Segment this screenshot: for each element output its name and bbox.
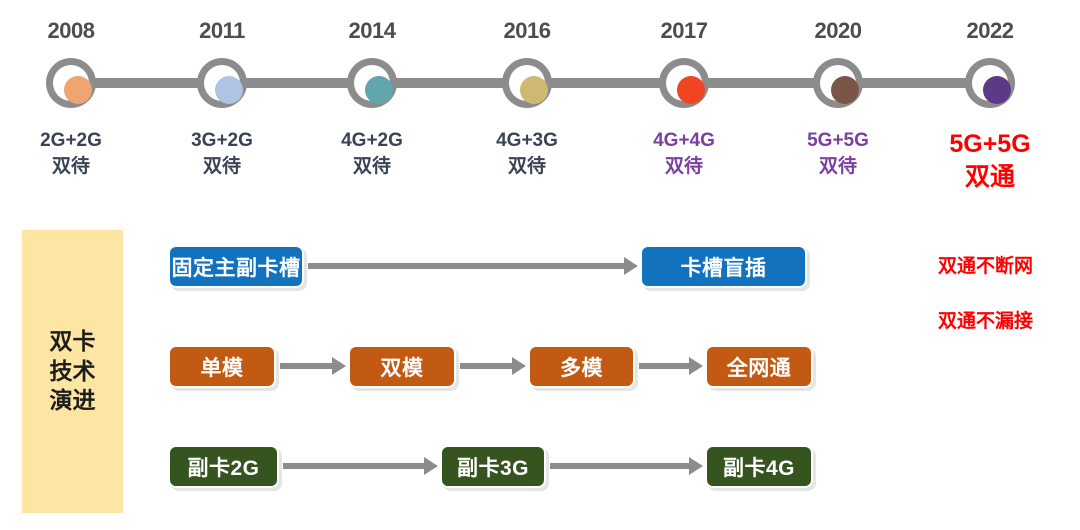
timeline-caption: 4G+4G 双待 [653,130,715,177]
flow-arrow-line [308,263,626,269]
timeline-year-label: 2014 [348,18,396,43]
side-panel: 双卡 技术 演进 [22,230,123,513]
flow-arrow-line [550,463,691,469]
flow-node-label: 固定主副卡槽 [171,256,301,280]
timeline-caption: 2G+2G 双待 [40,130,102,177]
flow-node-label: 多模 [560,356,603,380]
flow-arrow-head-icon [512,357,526,375]
timeline-marker-icon[interactable] [813,58,863,108]
timeline-marker-inner [354,65,393,104]
flow-arrow-head-icon [424,457,438,475]
flow-node-box[interactable]: 全网通 [705,345,813,388]
timeline-marker-dot [64,76,92,104]
timeline-marker-inner [509,65,548,104]
flow-node-label: 双模 [380,356,424,380]
flow-node-box[interactable]: 多模 [528,345,635,388]
timeline-caption: 5G+5G 双通 [949,130,1031,191]
timeline-marker-dot [365,76,393,104]
highlight-note: 双通不断网 [938,256,1034,277]
flow-node-box[interactable]: 副卡4G [705,445,813,488]
timeline-marker-dot [983,76,1011,104]
timeline-caption: 4G+2G 双待 [341,130,403,177]
timeline-year-label: 2016 [503,18,551,43]
timeline-marker-inner [972,65,1011,104]
flow-arrow-line [460,363,514,369]
timeline-marker-icon[interactable] [197,58,247,108]
timeline-marker-icon[interactable] [46,58,96,108]
flow-node-box[interactable]: 固定主副卡槽 [168,245,304,288]
flow-node-box[interactable]: 副卡2G [168,445,279,488]
timeline-marker-icon[interactable] [347,58,397,108]
timeline-year-label: 2008 [47,18,95,43]
timeline-marker-dot [520,76,548,104]
flow-arrow-head-icon [689,357,703,375]
flow-node-box[interactable]: 双模 [348,345,456,388]
timeline-marker-inner [666,65,705,104]
evolution-section: 双卡 技术 演进 固定主副卡槽 卡槽盲插单模 双模 多模 全网通副卡2G 副卡3G 副卡4G… [0,215,1080,530]
flow-arrow-line [280,363,334,369]
timeline-marker-dot [677,76,705,104]
timeline-caption: 5G+5G 双待 [807,130,869,177]
timeline-marker-inner [53,65,92,104]
timeline-marker-dot [831,76,859,104]
flow-node-label: 全网通 [726,356,792,380]
timeline-marker-inner [820,65,859,104]
flow-arrow-head-icon [624,257,638,275]
timeline-marker-dot [215,76,243,104]
flow-node-label: 单模 [200,356,244,380]
timeline-section: 2008 2G+2G 双待 2011 3G+2G 双待 2014 4G+2G 双待 2016… [0,0,1080,215]
timeline-year-label: 2020 [814,18,862,43]
flow-node-label: 副卡3G [456,456,529,480]
timeline-marker-icon[interactable] [965,58,1015,108]
timeline-marker-icon[interactable] [659,58,709,108]
flow-node-label: 副卡4G [722,456,795,480]
timeline-caption: 4G+3G 双待 [496,130,558,177]
timeline-caption: 3G+2G 双待 [191,130,253,177]
timeline-year-label: 2011 [199,18,245,43]
flow-arrow-line [283,463,426,469]
flow-node-box[interactable]: 卡槽盲插 [640,245,807,288]
timeline-year-label: 2022 [966,18,1014,43]
side-panel-label: 双卡 技术 演进 [49,327,96,414]
flow-node-label: 副卡2G [187,456,260,480]
highlight-note: 双通不漏接 [938,311,1034,332]
timeline-year-label: 2017 [660,18,708,43]
flow-node-box[interactable]: 单模 [168,345,276,388]
flow-arrow-head-icon [332,357,346,375]
timeline-marker-icon[interactable] [502,58,552,108]
flow-node-label: 卡槽盲插 [680,256,767,280]
timeline-marker-inner [204,65,243,104]
flow-arrow-head-icon [689,457,703,475]
flow-arrow-line [639,363,691,369]
flow-node-box[interactable]: 副卡3G [440,445,546,488]
